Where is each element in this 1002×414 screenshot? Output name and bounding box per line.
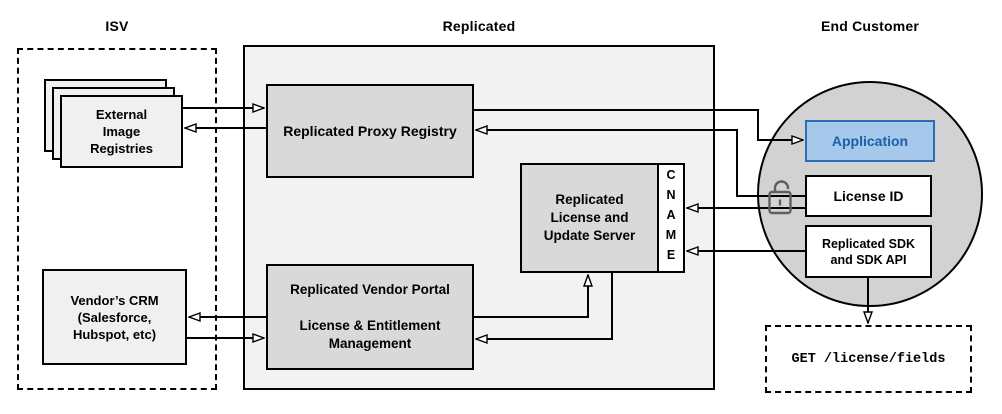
application-node: Application	[805, 120, 935, 162]
replicated-proxy-registry-node: Replicated Proxy Registry	[266, 84, 474, 178]
get-license-fields-node: GET /license/fields	[765, 325, 972, 393]
replicated-vendor-portal-node: Replicated Vendor Portal License & Entit…	[266, 264, 474, 370]
replicated-section-title: Replicated	[442, 18, 516, 34]
end-customer-section-title: End Customer	[820, 18, 920, 34]
isv-dashed-container	[17, 48, 217, 390]
vendors-crm-node: Vendor’s CRM (Salesforce, Hubspot, etc)	[42, 269, 187, 365]
license-update-server-node: Replicated License and Update Server	[520, 163, 659, 273]
cname-strip: CNAME	[657, 163, 685, 273]
external-image-registries-node: External Image Registries	[60, 95, 183, 168]
license-id-node: License ID	[805, 175, 932, 217]
replicated-sdk-node: Replicated SDK and SDK API	[805, 225, 932, 278]
isv-section-title: ISV	[105, 18, 129, 34]
